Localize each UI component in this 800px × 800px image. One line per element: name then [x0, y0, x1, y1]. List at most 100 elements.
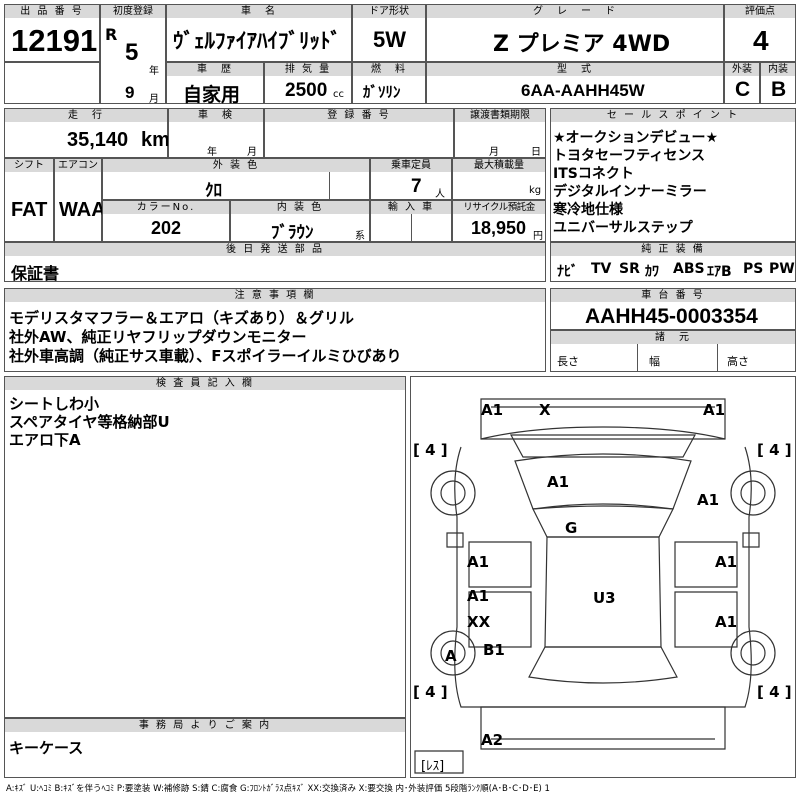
max-load-cell: 最大積載量 kg	[452, 158, 546, 200]
tire-label-rr: [ 4 ]	[757, 683, 792, 701]
dimensions-cell: 諸 元 長さ 幅 高さ	[550, 330, 796, 372]
dimensions-label: 諸 元	[551, 331, 795, 344]
color-value: ｸﾛ	[205, 181, 222, 201]
tire-label-fl: [ 4 ]	[413, 441, 448, 459]
equipment-item: ｴｱB	[707, 264, 732, 280]
seats-cell: 乗車定員 7 人	[370, 158, 452, 200]
displacement-value: 2500	[285, 80, 328, 101]
sales-points-cell: セ ー ル ス ポ イ ン ト ★オークションデビュー★ トヨタセーフティセンス…	[550, 108, 796, 242]
damage-mark: U3	[593, 589, 616, 607]
inspector-cell: 検 査 員 記 入 欄 シートしわ小 スペアタイヤ等格納部U エアロ下A	[4, 376, 406, 718]
seats-value: 7	[411, 176, 422, 197]
tire-label-rl: [ 4 ]	[413, 683, 448, 701]
blank-lot-bottom	[4, 62, 100, 104]
equipment-item: ｶﾜ	[645, 264, 659, 280]
office-value: キーケース	[9, 739, 84, 757]
caution-line: モデリスタマフラー＆エアロ（キズあり）＆グリル	[9, 309, 355, 327]
length-label: 長さ	[557, 355, 579, 368]
inspection-month-unit: 月	[247, 147, 257, 158]
transfer-day-unit: 日	[531, 147, 541, 158]
color-no-label: カラーNo.	[103, 201, 229, 214]
history-cell: 車 歴 自家用	[166, 62, 264, 106]
equipment-label: 純 正 装 備	[551, 243, 795, 256]
office-label: 事 務 局 よ り ご 案 内	[5, 719, 405, 732]
fuel-value: ｶﾞｿﾘﾝ	[363, 83, 401, 101]
damage-mark: B1	[483, 641, 505, 659]
reg-no-label: 登 録 番 号	[265, 109, 453, 122]
sales-point-item: トヨタセーフティセンス	[553, 148, 706, 164]
equipment-item: PS	[743, 261, 764, 277]
damage-mark: A1	[715, 553, 738, 571]
damage-mark: G	[565, 519, 578, 537]
equipment-item: SR	[619, 261, 640, 277]
height-label: 高さ	[727, 355, 749, 368]
inspection-label: 車 検	[169, 109, 263, 122]
transfer-label: 譲渡書類期限	[455, 109, 545, 122]
int-color-label: 内 装 色	[231, 201, 369, 214]
seats-unit: 人	[435, 189, 445, 200]
car-diagram: A1 X A1 A1 A1 G A1 A1 A1 U3 XX A1 A B1 A…	[410, 376, 796, 778]
color-cell: 外 装 色 ｸﾛ	[102, 158, 370, 201]
sales-point-item: ユニバーサルステップ	[553, 220, 693, 236]
mileage-label: 走 行	[5, 109, 167, 122]
color-no-cell: カラーNo. 202	[102, 200, 230, 242]
ac-value: WAA	[59, 199, 106, 221]
exterior-value: C	[735, 78, 751, 101]
sales-points-label: セ ー ル ス ポ イ ン ト	[551, 109, 795, 122]
sales-point-item: ITSコネクト	[553, 166, 634, 182]
mileage-unit: km	[141, 129, 170, 151]
recycle-cell: リサイクル預託金 18,950 円	[452, 200, 546, 242]
import-label: 輸 入 車	[371, 201, 451, 214]
sales-point-item: 寒冷地仕様	[553, 202, 623, 218]
inspection-cell: 車 検 年 月	[168, 108, 264, 158]
recycle-value: 18,950	[471, 218, 527, 238]
caution-cell: 注 意 事 項 欄 モデリスタマフラー＆エアロ（キズあり）＆グリル 社外AW、純…	[4, 288, 546, 372]
grade-cell: グ レ ー ド Z プレミア 4WD	[426, 4, 724, 62]
car-name-value: ｳﾞｪﾙﾌｧｲｱﾊｲﾌﾞﾘｯﾄﾞ	[173, 29, 341, 53]
caution-label: 注 意 事 項 欄	[5, 289, 545, 302]
spare-label: [ﾚｽ]	[421, 759, 445, 774]
seats-label: 乗車定員	[371, 159, 451, 172]
exterior-cell: 外装 C	[724, 62, 760, 104]
later-parts-cell: 後 日 発 送 部 品 保証書	[4, 242, 546, 283]
inspector-line: スペアタイヤ等格納部U	[9, 413, 170, 431]
mileage-value: 35,140	[67, 129, 129, 151]
later-parts-label: 後 日 発 送 部 品	[5, 243, 545, 256]
damage-mark: A2	[481, 731, 504, 749]
int-color-unit: 系	[355, 231, 365, 242]
office-cell: 事 務 局 よ り ご 案 内 キーケース	[4, 718, 406, 778]
fuel-cell: 燃 料 ｶﾞｿﾘﾝ	[352, 62, 426, 104]
car-outline	[414, 398, 776, 774]
width-label: 幅	[649, 355, 660, 368]
legend: A:ｷｽﾞ U:ﾍｺﾐ B:ｷｽﾞを伴うﾍｺﾐ P:要塗装 W:補修跡 S:錆 …	[6, 784, 550, 794]
inspection-year-unit: 年	[207, 147, 217, 158]
interior-cell: 内装 B	[760, 62, 796, 104]
shift-label: シフト	[5, 159, 53, 172]
damage-mark: X	[539, 401, 551, 419]
max-load-label: 最大積載量	[453, 159, 545, 172]
later-parts-value: 保証書	[11, 264, 60, 283]
damage-mark: A1	[547, 473, 570, 491]
first-reg-month: 9	[125, 83, 135, 102]
equipment-item: PW	[769, 261, 795, 277]
car-name-label: 車 名	[167, 5, 351, 18]
interior-label: 内装	[761, 63, 795, 76]
shift-cell: シフト FAT	[4, 158, 54, 242]
grade-label: グ レ ー ド	[427, 5, 723, 18]
fuel-label: 燃 料	[353, 63, 425, 76]
inspector-line: エアロ下A	[9, 431, 81, 449]
ac-label: エアコン	[55, 159, 101, 172]
color-label: 外 装 色	[103, 159, 369, 172]
lot-no-value: 12191	[11, 23, 98, 58]
lot-no-label: 出 品 番 号	[5, 5, 99, 18]
damage-mark: A	[445, 647, 457, 665]
ac-cell: エアコン WAA	[54, 158, 106, 242]
equipment-item: TV	[591, 261, 612, 277]
first-reg-year: 5	[125, 39, 139, 66]
first-reg-era: R	[105, 25, 118, 44]
damage-mark: A1	[481, 401, 504, 419]
car-name-cell: 車 名 ｳﾞｪﾙﾌｧｲｱﾊｲﾌﾞﾘｯﾄﾞ	[166, 4, 352, 62]
door-label: ドア形状	[353, 5, 425, 18]
inspector-label: 検 査 員 記 入 欄	[5, 377, 405, 390]
caution-line: 社外AW、純正リヤフリップダウンモニター	[9, 328, 307, 346]
